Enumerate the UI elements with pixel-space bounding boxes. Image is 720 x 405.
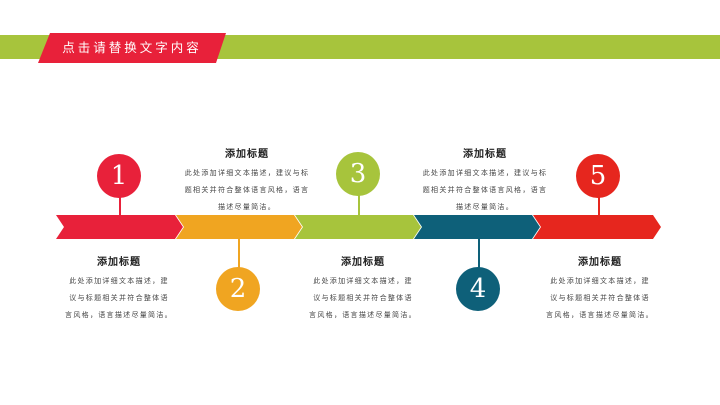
- text-block-4: 添加标题 此处添加详细文本描述，建议与标 题相关并符合整体语言风格，语言 描述尽…: [410, 145, 560, 216]
- block-title-1: 添加标题: [97, 257, 141, 268]
- block-line: 议与标题相关并符合整体语: [550, 294, 650, 302]
- page-title: 点击请替换文字内容: [62, 40, 202, 55]
- step-number-1: 1: [110, 161, 128, 191]
- block-line: 言风格，语言描述尽量简洁。: [309, 311, 417, 319]
- step-number-2: 2: [229, 274, 247, 304]
- text-block-3: 添加标题 此处添加详细文本描述，建 议与标题相关并符合整体语 言风格，语言描述尽…: [283, 253, 443, 324]
- block-line: 言风格，语言描述尽量简洁。: [65, 311, 173, 319]
- title-banner-shape: [38, 33, 226, 63]
- text-block-5: 添加标题 此处添加详细文本描述，建 议与标题相关并符合整体语 言风格，语言描述尽…: [520, 253, 680, 324]
- step-number-5: 5: [589, 161, 607, 191]
- arrow-segment-4: [414, 215, 540, 239]
- block-line: 此处添加详细文本描述，建: [69, 277, 169, 285]
- block-line: 议与标题相关并符合整体语: [313, 294, 413, 302]
- block-title-5: 添加标题: [578, 257, 622, 268]
- step-circle-3[interactable]: 3: [336, 152, 380, 196]
- connector-3: [358, 193, 360, 215]
- step-circle-4[interactable]: 4: [456, 267, 500, 311]
- block-line: 言风格，语言描述尽量简洁。: [546, 311, 654, 319]
- step-number-4: 4: [469, 274, 487, 304]
- block-line: 议与标题相关并符合整体语: [69, 294, 169, 302]
- text-block-1: 添加标题 此处添加详细文本描述，建 议与标题相关并符合整体语 言风格，语言描述尽…: [44, 253, 194, 324]
- block-title-2: 添加标题: [225, 149, 269, 160]
- block-title-3: 添加标题: [341, 257, 385, 268]
- connector-4: [478, 239, 480, 269]
- block-line: 题相关并符合整体语言风格，语言: [184, 186, 310, 194]
- block-line: 此处添加详细文本描述，建: [550, 277, 650, 285]
- step-circle-2[interactable]: 2: [216, 267, 260, 311]
- block-title-4: 添加标题: [463, 149, 507, 160]
- block-line: 描述尽量简洁。: [455, 203, 515, 211]
- block-line: 描述尽量简洁。: [217, 203, 277, 211]
- connector-5: [598, 193, 600, 215]
- arrow-segment-2: [176, 215, 302, 239]
- step-circle-1[interactable]: 1: [97, 154, 141, 198]
- block-line: 此处添加详细文本描述，建议与标: [184, 169, 310, 177]
- arrow-segment-3: [295, 215, 421, 239]
- connector-1: [119, 193, 121, 215]
- arrow-segment-1: [56, 215, 183, 239]
- block-line: 此处添加详细文本描述，建: [313, 277, 413, 285]
- title-banner[interactable]: 点击请替换文字内容: [38, 33, 226, 63]
- step-circle-5[interactable]: 5: [576, 154, 620, 198]
- text-block-2: 添加标题 此处添加详细文本描述，建议与标 题相关并符合整体语言风格，语言 描述尽…: [172, 145, 322, 216]
- block-line: 此处添加详细文本描述，建议与标: [422, 169, 548, 177]
- connector-2: [238, 239, 240, 269]
- block-line: 题相关并符合整体语言风格，语言: [422, 186, 548, 194]
- step-number-3: 3: [349, 159, 367, 189]
- arrow-segment-5: [533, 215, 661, 239]
